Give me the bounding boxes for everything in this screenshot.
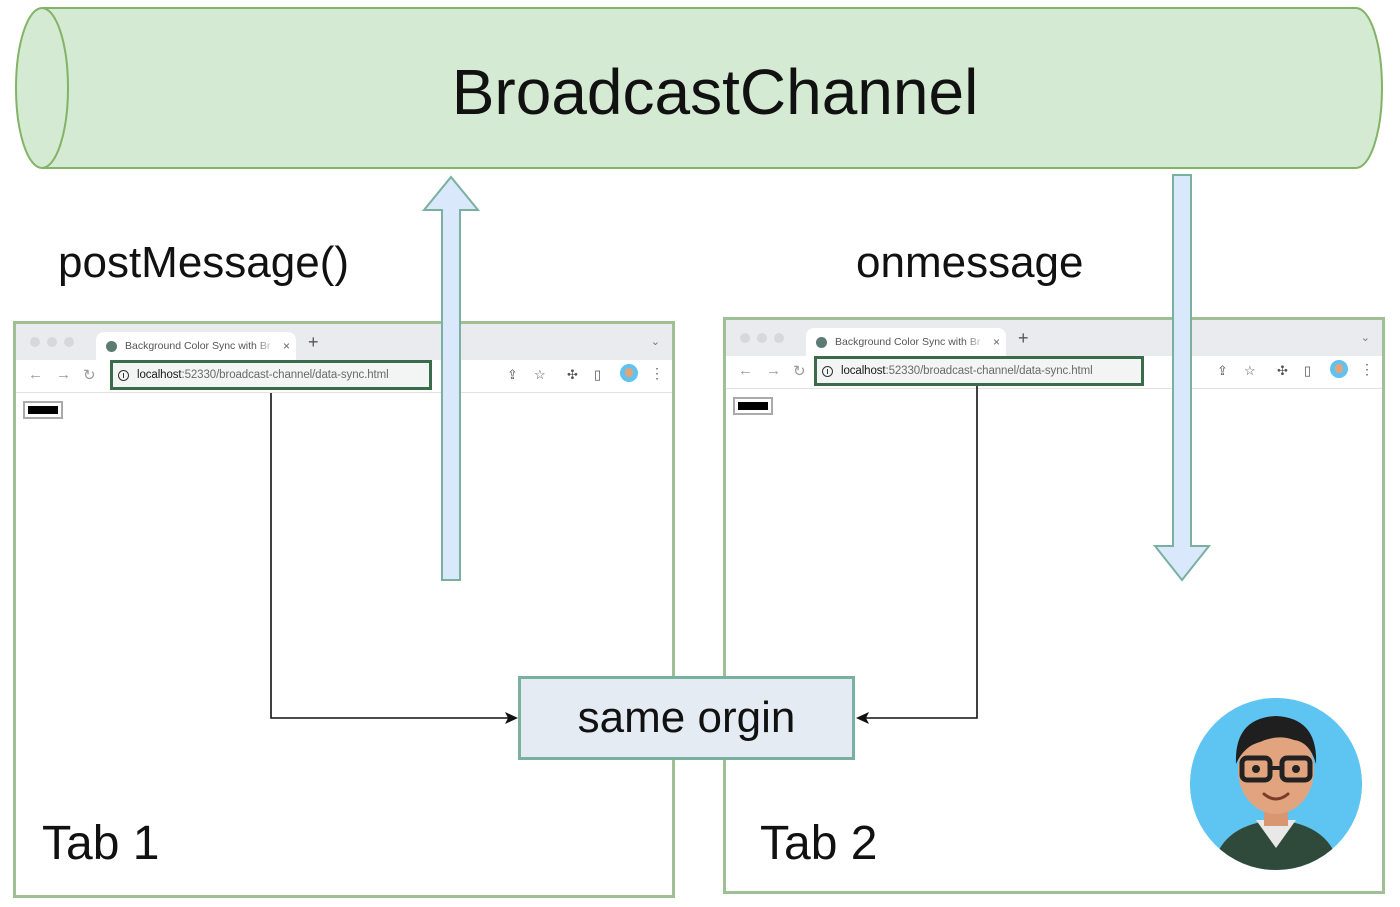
side-panel-icon[interactable]: ▯ [594,367,602,382]
address-bar[interactable]: localhost:52330/broadcast-channel/data-s… [814,356,1144,386]
tab-close-icon[interactable]: × [282,339,290,353]
close-window-icon[interactable] [740,333,750,343]
window-controls [30,337,74,347]
forward-icon[interactable]: → [766,362,781,379]
browser-titlebar: Background Color Sync with Br × + ⌄ [726,320,1382,356]
new-tab-icon[interactable]: + [308,332,319,352]
onmessage-label: onmessage [856,238,1084,287]
url-path: :52330/broadcast-channel/data-sync.html [885,365,1093,377]
tab-title: Background Color Sync with Br [125,340,271,352]
bookmark-star-icon[interactable]: ☆ [1244,363,1256,378]
broadcast-channel-cylinder [15,7,1383,169]
tab2-label: Tab 2 [760,817,878,870]
reload-icon[interactable]: ↻ [793,363,806,380]
url-text: localhost:52330/broadcast-channel/data-s… [841,365,1093,377]
url-path: :52330/broadcast-channel/data-sync.html [181,369,389,381]
share-icon[interactable]: ⇪ [507,367,518,382]
back-icon[interactable]: ← [28,366,43,383]
forward-icon[interactable]: → [56,366,71,383]
minimize-window-icon[interactable] [47,337,57,347]
tab-close-icon[interactable]: × [992,335,1000,349]
browser-toolbar: ← → ↻ localhost:52330/broadcast-channel/… [16,360,672,393]
author-avatar [1190,698,1362,870]
color-picker[interactable] [23,401,63,419]
tab2-connector-arrowhead [856,712,869,724]
channel-title: BroadcastChannel [451,56,979,128]
menu-icon[interactable]: ⋮ [1360,361,1374,377]
favicon-icon [816,336,827,348]
url-text: localhost:52330/broadcast-channel/data-s… [137,369,389,381]
avatar-illustration [1190,698,1362,870]
tab1-connector-arrowhead [505,712,518,724]
bookmark-star-icon[interactable]: ☆ [534,367,546,382]
window-controls [740,333,784,343]
tab1-label: Tab 1 [42,817,160,870]
extensions-icon[interactable]: ✣ [567,367,578,382]
tab1-origin-connector [270,393,508,719]
favicon-icon [106,340,117,352]
address-bar[interactable]: localhost:52330/broadcast-channel/data-s… [110,360,432,390]
site-info-icon[interactable] [118,369,129,381]
new-tab-icon[interactable]: + [1018,328,1029,348]
url-host: localhost [841,365,886,377]
minimize-window-icon[interactable] [757,333,767,343]
tab2-origin-connector [866,386,978,719]
maximize-window-icon[interactable] [774,333,784,343]
share-icon[interactable]: ⇪ [1217,363,1228,378]
post-message-arrow [421,175,481,581]
menu-icon[interactable]: ⋮ [650,365,664,381]
maximize-window-icon[interactable] [64,337,74,347]
onmessage-arrow [1152,174,1212,582]
profile-avatar-icon[interactable] [620,364,638,382]
browser-tab[interactable]: Background Color Sync with Br × [96,332,296,360]
tab-search-icon[interactable]: ⌄ [1360,332,1370,344]
browser-toolbar: ← → ↻ localhost:52330/broadcast-channel/… [726,356,1382,389]
browser-tab[interactable]: Background Color Sync with Br × [806,328,1006,356]
side-panel-icon[interactable]: ▯ [1304,363,1312,378]
close-window-icon[interactable] [30,337,40,347]
post-message-label: postMessage() [58,238,350,287]
color-picker[interactable] [733,397,773,415]
browser-titlebar: Background Color Sync with Br × + ⌄ [16,324,672,360]
site-info-icon[interactable] [822,365,833,377]
back-icon[interactable]: ← [738,362,753,379]
extensions-icon[interactable]: ✣ [1277,363,1288,378]
reload-icon[interactable]: ↻ [83,367,96,384]
url-host: localhost [137,369,182,381]
same-origin-box: same orgin [518,676,855,760]
profile-avatar-icon[interactable] [1330,360,1348,378]
tab-title: Background Color Sync with Br [835,336,981,348]
tab-search-icon[interactable]: ⌄ [650,336,660,348]
browser-window-tab1: Background Color Sync with Br × + ⌄ ← → … [13,321,675,898]
same-origin-label: same orgin [577,693,796,742]
